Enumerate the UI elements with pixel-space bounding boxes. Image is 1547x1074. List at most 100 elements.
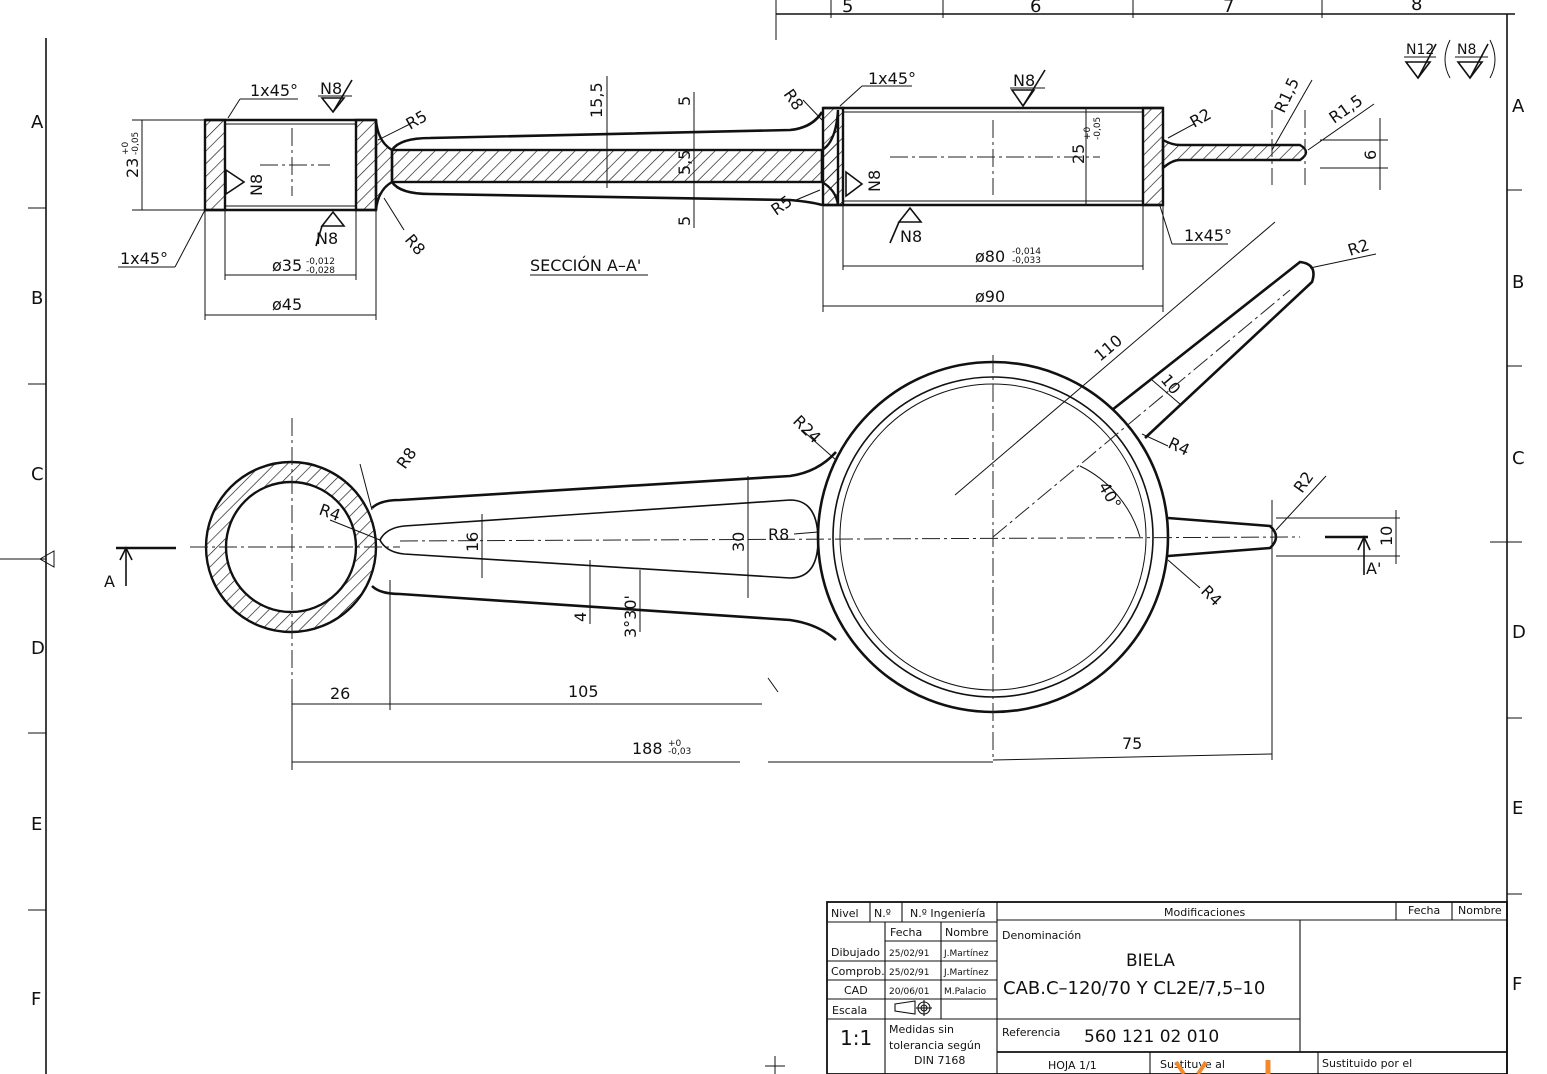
tb-fecha-header: Fecha xyxy=(1408,904,1440,917)
tb-dibujado-nombre: J.Martínez xyxy=(943,949,989,959)
finish-label: N8 xyxy=(320,79,342,98)
dim-tol-lower: -0,03 xyxy=(668,747,691,757)
row-label: F xyxy=(1512,974,1522,995)
tb-denominacion: Denominación xyxy=(1002,929,1081,942)
tb-medidas-1: Medidas sin xyxy=(889,1023,954,1036)
dim-26: 26 xyxy=(330,684,350,703)
row-label: B xyxy=(1512,272,1524,293)
dim-taper-angle: 3°30' xyxy=(621,595,640,638)
dim-big-height: 25 xyxy=(1069,144,1088,164)
radius-label: R8 xyxy=(768,525,789,544)
row-label: E xyxy=(31,814,42,835)
dim-angle: 40° xyxy=(1095,479,1126,513)
dim-tol-upper: -0,014 xyxy=(1012,247,1041,257)
tb-cad-fecha: 20/06/01 xyxy=(889,987,929,997)
column-label: 6 xyxy=(1030,0,1041,17)
dim-big-outer: ø90 xyxy=(975,287,1005,306)
dim-arm-length: 110 xyxy=(1090,331,1126,365)
dim-tol-lower: -0,05 xyxy=(1093,117,1103,140)
finish-label: N8 xyxy=(865,170,884,192)
general-surface-finish-symbol: N12 N8 xyxy=(1404,39,1496,80)
dim-small-outer: ø45 xyxy=(272,295,302,314)
chamfer-label: 1x45° xyxy=(250,81,298,100)
dim-tol-upper: +0 xyxy=(668,739,682,749)
left-row-labels: A B C D E F xyxy=(31,112,45,1010)
row-label: C xyxy=(1512,448,1525,469)
finish-label: N8 xyxy=(1457,42,1476,58)
dim-pocket-width: 16 xyxy=(463,532,482,552)
tb-comprob-nombre: J.Martínez xyxy=(943,968,989,978)
right-row-labels: A B C D E F xyxy=(1512,96,1526,995)
tb-escala: Escala xyxy=(832,1004,867,1017)
projection-symbol-icon xyxy=(894,1000,932,1016)
dim-tol-lower: -0,028 xyxy=(306,266,335,276)
top-column-labels: 5 6 7 8 xyxy=(842,0,1422,17)
row-label: F xyxy=(31,989,41,1010)
row-label: B xyxy=(31,288,43,309)
tb-nombre-header: Nombre xyxy=(1458,904,1502,917)
stamp-marks xyxy=(1174,1060,1271,1074)
tb-referencia-valor: 560 121 02 010 xyxy=(1084,1027,1219,1047)
tb-comprob-fecha: 25/02/91 xyxy=(889,968,929,978)
row-label: A xyxy=(1512,96,1525,117)
tb-referencia: Referencia xyxy=(1002,1026,1060,1039)
row-label: E xyxy=(1512,798,1523,819)
dim-tol-upper: +0 xyxy=(1083,126,1093,140)
tb-dibujado-fecha: 25/02/91 xyxy=(889,949,929,959)
tb-no-ingenieria: N.º Ingeniería xyxy=(910,907,986,920)
radius-label: R1,5 xyxy=(1270,75,1303,116)
finish-label: N8 xyxy=(1013,71,1035,90)
tb-escala-valor: 1:1 xyxy=(840,1026,872,1050)
dim-tol-lower: -0,033 xyxy=(1012,256,1041,266)
tb-subtitulo: CAB.C–120/70 Y CL2E/7,5–10 xyxy=(1003,978,1265,999)
row-label: D xyxy=(1512,622,1526,643)
chamfer-label: 1x45° xyxy=(1184,226,1232,245)
tb-titulo: BIELA xyxy=(1126,951,1175,971)
finish-label: N12 xyxy=(1406,42,1434,58)
finish-label: N8 xyxy=(900,227,922,246)
tb-medidas-2: tolerancia según xyxy=(889,1039,981,1052)
row-label: D xyxy=(31,638,45,659)
tb-no: N.º xyxy=(874,907,891,920)
radius-label: R4 xyxy=(1165,433,1192,459)
radius-label: R8 xyxy=(780,85,808,113)
tb-nombre: Nombre xyxy=(945,926,989,939)
radius-label: R8 xyxy=(401,230,429,259)
tb-fecha: Fecha xyxy=(890,926,922,939)
tb-cad: CAD xyxy=(844,984,868,997)
radius-label: R1,5 xyxy=(1325,91,1366,128)
section-mark-left: A xyxy=(104,572,115,591)
section-mark-right: A' xyxy=(1366,559,1381,578)
dim-tol-upper: +0 xyxy=(121,141,131,155)
column-label: 5 xyxy=(842,0,853,17)
row-label: A xyxy=(31,112,44,133)
section-view: N8 N8 N8 N8 N8 N8 1x45° 1x45° 1x45° 1x45… xyxy=(118,69,1388,320)
dim-wall: 4 xyxy=(571,612,590,622)
radius-label: R2 xyxy=(1187,104,1215,131)
finish-label: N8 xyxy=(316,229,338,248)
title-block: Nivel N.º N.º Ingeniería Modificaciones … xyxy=(826,901,1508,1074)
row-label: C xyxy=(31,464,44,485)
tb-medidas-3: DIN 7168 xyxy=(914,1054,965,1067)
column-label: 8 xyxy=(1411,0,1422,15)
tb-dibujado: Dibujado xyxy=(831,946,880,959)
dim-tol-upper: -0,012 xyxy=(306,257,335,267)
finish-label: N8 xyxy=(247,174,266,196)
tb-hoja: HOJA 1/1 xyxy=(1048,1059,1097,1072)
radius-label: R4 xyxy=(1197,581,1225,609)
dim-small-bore: ø35 xyxy=(272,256,302,275)
column-label: 7 xyxy=(1223,0,1234,17)
dim-flange-top: 5 xyxy=(675,96,694,106)
radius-label: R5 xyxy=(403,106,431,133)
tb-cad-nombre: M.Palacio xyxy=(944,987,987,997)
dim-188: 188 xyxy=(632,739,663,758)
dim-flange-bottom: 5 xyxy=(675,216,694,226)
dim-arm-height: 6 xyxy=(1361,150,1380,160)
radius-label: R2 xyxy=(1290,468,1318,496)
dim-tail-height: 10 xyxy=(1377,526,1396,546)
section-title: SECCIÓN A–A' xyxy=(530,256,641,275)
radius-label: R24 xyxy=(789,411,825,447)
dim-body-width: 30 xyxy=(729,532,748,552)
